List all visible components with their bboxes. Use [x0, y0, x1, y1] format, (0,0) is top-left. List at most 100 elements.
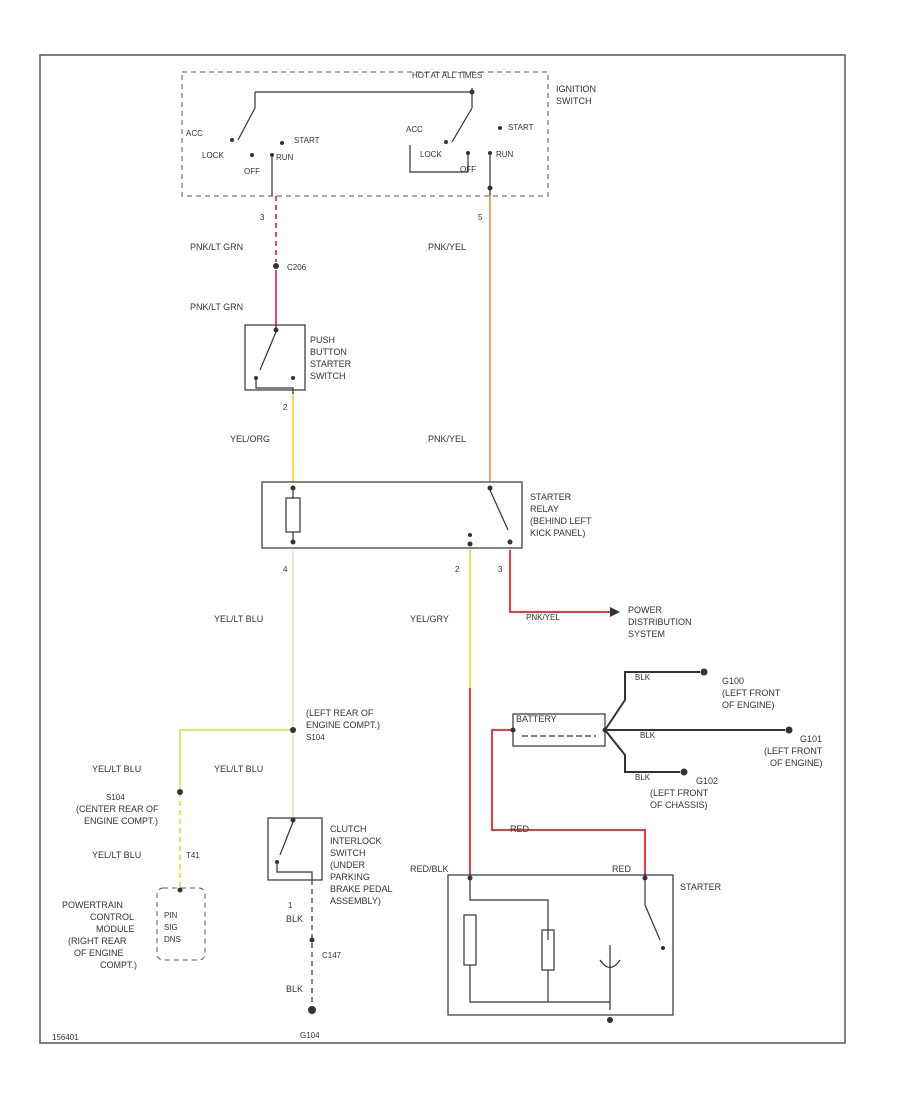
- svg-text:SWITCH: SWITCH: [310, 371, 346, 381]
- svg-text:CONTROL: CONTROL: [90, 912, 134, 922]
- c206-label: C206: [287, 263, 307, 272]
- wire-label-yel-lt-blu-4: YEL/LT BLU: [92, 850, 141, 860]
- wire-red-battery-starter: [491, 729, 646, 875]
- g101-ground: [785, 726, 793, 734]
- svg-text:BLK: BLK: [635, 773, 651, 782]
- wire-label-red-1: RED: [510, 824, 530, 834]
- clutch-interlock-switch: CLUTCH INTERLOCK SWITCH (UNDER PARKING B…: [267, 817, 393, 906]
- ignition-switch: HOT AT ALL TIMES IGNITION SWITCH ACC LOC…: [181, 71, 596, 197]
- relay-coil: [285, 497, 301, 533]
- ignition-start-label: START: [294, 136, 320, 145]
- starter-hold-coil: [463, 914, 477, 966]
- hot-at-all-times-label: HOT AT ALL TIMES: [412, 71, 482, 80]
- svg-text:STARTER: STARTER: [310, 359, 352, 369]
- pin-1-clutch: 1: [288, 901, 293, 910]
- svg-text:(CENTER REAR OF: (CENTER REAR OF: [76, 804, 159, 814]
- svg-text:CLUTCH: CLUTCH: [330, 824, 367, 834]
- wire-label-red-2: RED: [612, 864, 632, 874]
- svg-text:STARTER: STARTER: [530, 492, 572, 502]
- svg-text:ENGINE COMPT.): ENGINE COMPT.): [84, 816, 158, 826]
- ignition-switch-label-1: IGNITION: [556, 84, 596, 94]
- ignition-acc-label: ACC: [186, 129, 203, 138]
- starter-solenoid-contact: [644, 904, 661, 941]
- svg-text:DISTRIBUTION: DISTRIBUTION: [628, 617, 692, 627]
- push-button-starter-switch: PUSH BUTTON STARTER SWITCH: [244, 324, 352, 394]
- svg-text:ENGINE COMPT.): ENGINE COMPT.): [306, 720, 380, 730]
- svg-text:(LEFT FRONT: (LEFT FRONT: [722, 688, 781, 698]
- starter-motor-symbol: [599, 959, 621, 969]
- svg-text:(LEFT FRONT: (LEFT FRONT: [650, 788, 709, 798]
- svg-text:OF ENGINE): OF ENGINE): [770, 758, 823, 768]
- wire-pnk-yel-power-dist: [509, 550, 610, 613]
- svg-text:BRAKE PEDAL: BRAKE PEDAL: [330, 884, 393, 894]
- wire-label-yel-lt-blu-3: YEL/LT BLU: [214, 764, 263, 774]
- starter-relay: STARTER RELAY (BEHIND LEFT KICK PANEL): [261, 481, 592, 549]
- svg-text:COMPT.): COMPT.): [100, 960, 137, 970]
- svg-text:MODULE: MODULE: [96, 924, 135, 934]
- s104b-splice: [177, 789, 183, 795]
- svg-text:POWERTRAIN: POWERTRAIN: [62, 900, 123, 910]
- c206-connector-dot: [273, 263, 279, 269]
- svg-text:PARKING: PARKING: [330, 872, 370, 882]
- wire-label-pnk-yel-3: PNK/YEL: [526, 613, 560, 622]
- svg-text:BUTTON: BUTTON: [310, 347, 347, 357]
- powertrain-control-module: PIN SIG DNS POWERTRAIN CONTROL MODULE (R…: [62, 887, 206, 970]
- wire-label-pnk-lt-grn-1: PNK/LT GRN: [190, 242, 243, 252]
- g104-ground: [308, 1006, 316, 1014]
- svg-text:(LEFT REAR OF: (LEFT REAR OF: [306, 708, 374, 718]
- wire-label-pnk-yel-2: PNK/YEL: [428, 434, 466, 444]
- wire-label-yel-gry: YEL/GRY: [410, 614, 449, 624]
- ignition-start-label-2: START: [508, 123, 534, 132]
- c147-label: C147: [322, 951, 342, 960]
- ignition-lock-label-2: LOCK: [420, 150, 442, 159]
- svg-text:PIN: PIN: [164, 911, 178, 920]
- pin-3-relay: 3: [498, 565, 503, 574]
- svg-text:INTERLOCK: INTERLOCK: [330, 836, 382, 846]
- ignition-run-label-2: RUN: [496, 150, 514, 159]
- wire-label-pnk-lt-grn-2: PNK/LT GRN: [190, 302, 243, 312]
- pin-5-label: 5: [478, 213, 483, 222]
- ignition-left-switch-blade: [237, 107, 256, 141]
- wire-yel-lt-blu-branch: [179, 729, 293, 790]
- svg-text:POWER: POWER: [628, 605, 663, 615]
- pin-4-relay: 4: [283, 565, 288, 574]
- svg-text:OF CHASSIS): OF CHASSIS): [650, 800, 708, 810]
- svg-text:(BEHIND LEFT: (BEHIND LEFT: [530, 516, 592, 526]
- svg-text:PUSH: PUSH: [310, 335, 335, 345]
- svg-text:OF ENGINE: OF ENGINE: [74, 948, 124, 958]
- ignition-acc-label-2: ACC: [406, 125, 423, 134]
- pin-2-push: 2: [283, 403, 288, 412]
- s104b-label: S104: [106, 793, 125, 802]
- wire-label-blk-2: BLK: [286, 984, 303, 994]
- wire-label-yel-org: YEL/ORG: [230, 434, 270, 444]
- pin-3-label: 3: [260, 213, 265, 222]
- ignition-switch-outline: [181, 71, 549, 197]
- wire-label-yel-lt-blu-1: YEL/LT BLU: [214, 614, 263, 624]
- g101-label: G101: [800, 734, 822, 744]
- ignition-lock-label: LOCK: [202, 151, 224, 160]
- g100-ground: [700, 668, 708, 676]
- ignition-switch-label-2: SWITCH: [556, 96, 592, 106]
- svg-text:SWITCH: SWITCH: [330, 848, 366, 858]
- s104-label: S104: [306, 733, 325, 742]
- relay-contact: [489, 489, 509, 531]
- svg-text:(RIGHT REAR: (RIGHT REAR: [68, 936, 127, 946]
- svg-text:ASSEMBLY): ASSEMBLY): [330, 896, 381, 906]
- svg-text:OF ENGINE): OF ENGINE): [722, 700, 775, 710]
- diagram-frame: [39, 54, 846, 1044]
- s104-splice: [290, 727, 296, 733]
- svg-text:DNS: DNS: [164, 935, 181, 944]
- wire-label-yel-lt-blu-2: YEL/LT BLU: [92, 764, 141, 774]
- starter-label: STARTER: [680, 882, 722, 892]
- g102-ground: [680, 768, 688, 776]
- pin-2-relay: 2: [455, 565, 460, 574]
- svg-text:SIG: SIG: [164, 923, 178, 932]
- svg-text:SYSTEM: SYSTEM: [628, 629, 665, 639]
- power-distribution: POWER DISTRIBUTION SYSTEM: [610, 605, 692, 639]
- ignition-run-label: RUN: [276, 153, 294, 162]
- svg-text:RELAY: RELAY: [530, 504, 559, 514]
- battery-label: BATTERY: [516, 714, 557, 724]
- wire-label-red-blk: RED/BLK: [410, 864, 449, 874]
- wire-label-blk-1: BLK: [286, 914, 303, 924]
